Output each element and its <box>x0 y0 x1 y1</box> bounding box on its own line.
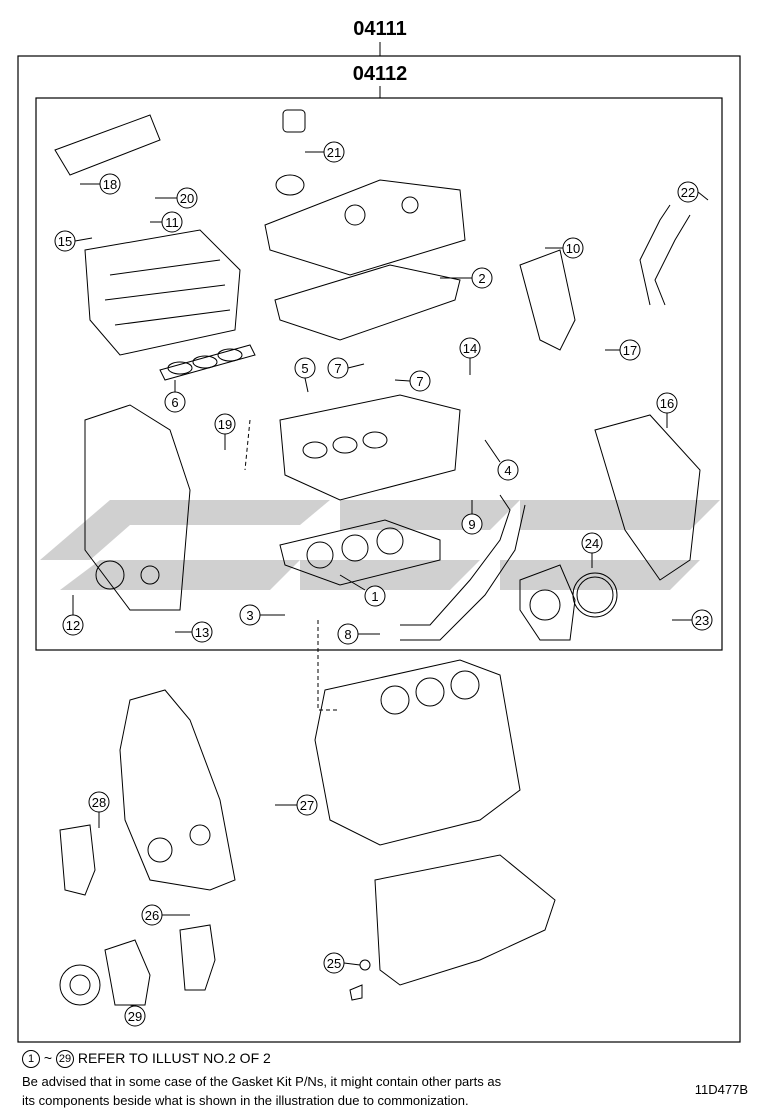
note-line-1: Be advised that in some case of the Gask… <box>22 1074 502 1089</box>
note-line-2: its components beside what is shown in t… <box>22 1093 469 1108</box>
callout-7a: 7 <box>327 357 365 379</box>
svg-text:8: 8 <box>344 627 351 642</box>
callout-7b: 7 <box>394 370 431 392</box>
callout-23: 23 <box>672 609 713 631</box>
callout-25: 25 <box>323 952 361 974</box>
svg-text:29: 29 <box>128 1009 142 1024</box>
svg-text:23: 23 <box>695 613 709 628</box>
timing-cover-upper-part <box>84 404 191 611</box>
cylinder-head-cover-part <box>264 109 466 276</box>
svg-text:1: 1 <box>371 589 378 604</box>
svg-text:20: 20 <box>180 191 194 206</box>
callout-13: 13 <box>175 621 213 643</box>
callout-12: 12 <box>62 595 84 636</box>
callout-27: 27 <box>275 794 318 816</box>
reference-note: 1 ~ 29 REFER TO ILLUST NO.2 OF 2 <box>22 1050 271 1069</box>
ref-end-number: 29 <box>55 1050 74 1069</box>
callout-2: 2 <box>440 267 493 289</box>
cylinder-head-part <box>279 394 461 501</box>
svg-text:27: 27 <box>300 798 314 813</box>
callout-3: 3 <box>239 604 285 626</box>
oil-pan-part <box>374 854 556 986</box>
exhaust-manifold-part <box>519 249 701 581</box>
callout-14: 14 <box>459 337 481 375</box>
svg-text:11: 11 <box>165 215 179 230</box>
callout-28: 28 <box>88 791 110 828</box>
head-gasket-part <box>279 519 441 586</box>
intake-manifold-part <box>54 114 241 356</box>
callout-16: 16 <box>656 392 678 428</box>
head-cover-gasket-part <box>274 264 461 341</box>
callout-17: 17 <box>605 339 641 361</box>
ref-separator: ~ <box>43 1050 53 1066</box>
svg-text:12: 12 <box>66 618 80 633</box>
svg-text:22: 22 <box>681 185 695 200</box>
callout-9: 9 <box>461 500 483 535</box>
svg-text:28: 28 <box>92 795 106 810</box>
callout-22: 22 <box>677 181 709 203</box>
callout-10: 10 <box>545 237 584 259</box>
svg-text:19: 19 <box>218 417 232 432</box>
svg-text:7: 7 <box>334 361 341 376</box>
svg-text:17: 17 <box>623 343 637 358</box>
svg-text:14: 14 <box>463 341 477 356</box>
water-pump-part <box>59 824 216 1006</box>
outer-code-label: 04111 <box>353 18 406 40</box>
callout-8: 8 <box>337 623 380 645</box>
timing-chain-cover-part <box>119 689 236 891</box>
callouts: 1 2 3 4 5 6 7 7 8 9 10 11 12 13 14 15 16… <box>54 141 713 1027</box>
svg-text:3: 3 <box>246 608 253 623</box>
callout-4: 4 <box>484 439 519 481</box>
cylinder-block-part <box>314 659 521 846</box>
outer-kit-frame <box>17 55 741 1043</box>
inner-code-label: 04112 <box>353 63 408 85</box>
svg-text:6: 6 <box>171 395 178 410</box>
callout-19: 19 <box>214 413 236 450</box>
svg-text:24: 24 <box>585 536 599 551</box>
water-pipe-part <box>400 494 526 641</box>
callout-11: 11 <box>150 211 183 233</box>
callout-26: 26 <box>141 904 190 926</box>
svg-text:5: 5 <box>301 361 308 376</box>
svg-text:7: 7 <box>416 374 423 389</box>
callout-5: 5 <box>294 357 316 393</box>
ref-text: REFER TO ILLUST NO.2 OF 2 <box>77 1050 271 1066</box>
callout-24: 24 <box>581 532 603 568</box>
svg-text:26: 26 <box>145 908 159 923</box>
callout-1: 1 <box>339 574 386 607</box>
svg-text:13: 13 <box>195 625 209 640</box>
callout-6: 6 <box>164 380 186 413</box>
svg-text:9: 9 <box>468 517 475 532</box>
svg-text:10: 10 <box>566 241 580 256</box>
svg-text:21: 21 <box>327 145 341 160</box>
svg-text:16: 16 <box>660 396 674 411</box>
callout-21: 21 <box>305 141 345 163</box>
svg-text:2: 2 <box>478 271 485 286</box>
callout-18: 18 <box>80 173 121 195</box>
callout-29: 29 <box>124 1004 146 1027</box>
svg-text:15: 15 <box>58 234 72 249</box>
manifold-gasket-part <box>159 344 256 381</box>
svg-text:4: 4 <box>504 463 511 478</box>
oil-drain-plug-part <box>349 959 371 1001</box>
callout-15: 15 <box>54 230 93 252</box>
svg-text:18: 18 <box>103 177 117 192</box>
ref-start-number: 1 <box>22 1050 40 1069</box>
dipstick-guide-part <box>639 204 691 306</box>
inner-kit-frame <box>35 97 723 651</box>
watermark-logo <box>40 500 720 590</box>
svg-text:25: 25 <box>327 956 341 971</box>
callout-20: 20 <box>155 187 198 209</box>
figure-id: 11D477B <box>694 1082 748 1097</box>
rear-oil-seal-retainer-part <box>519 564 618 641</box>
